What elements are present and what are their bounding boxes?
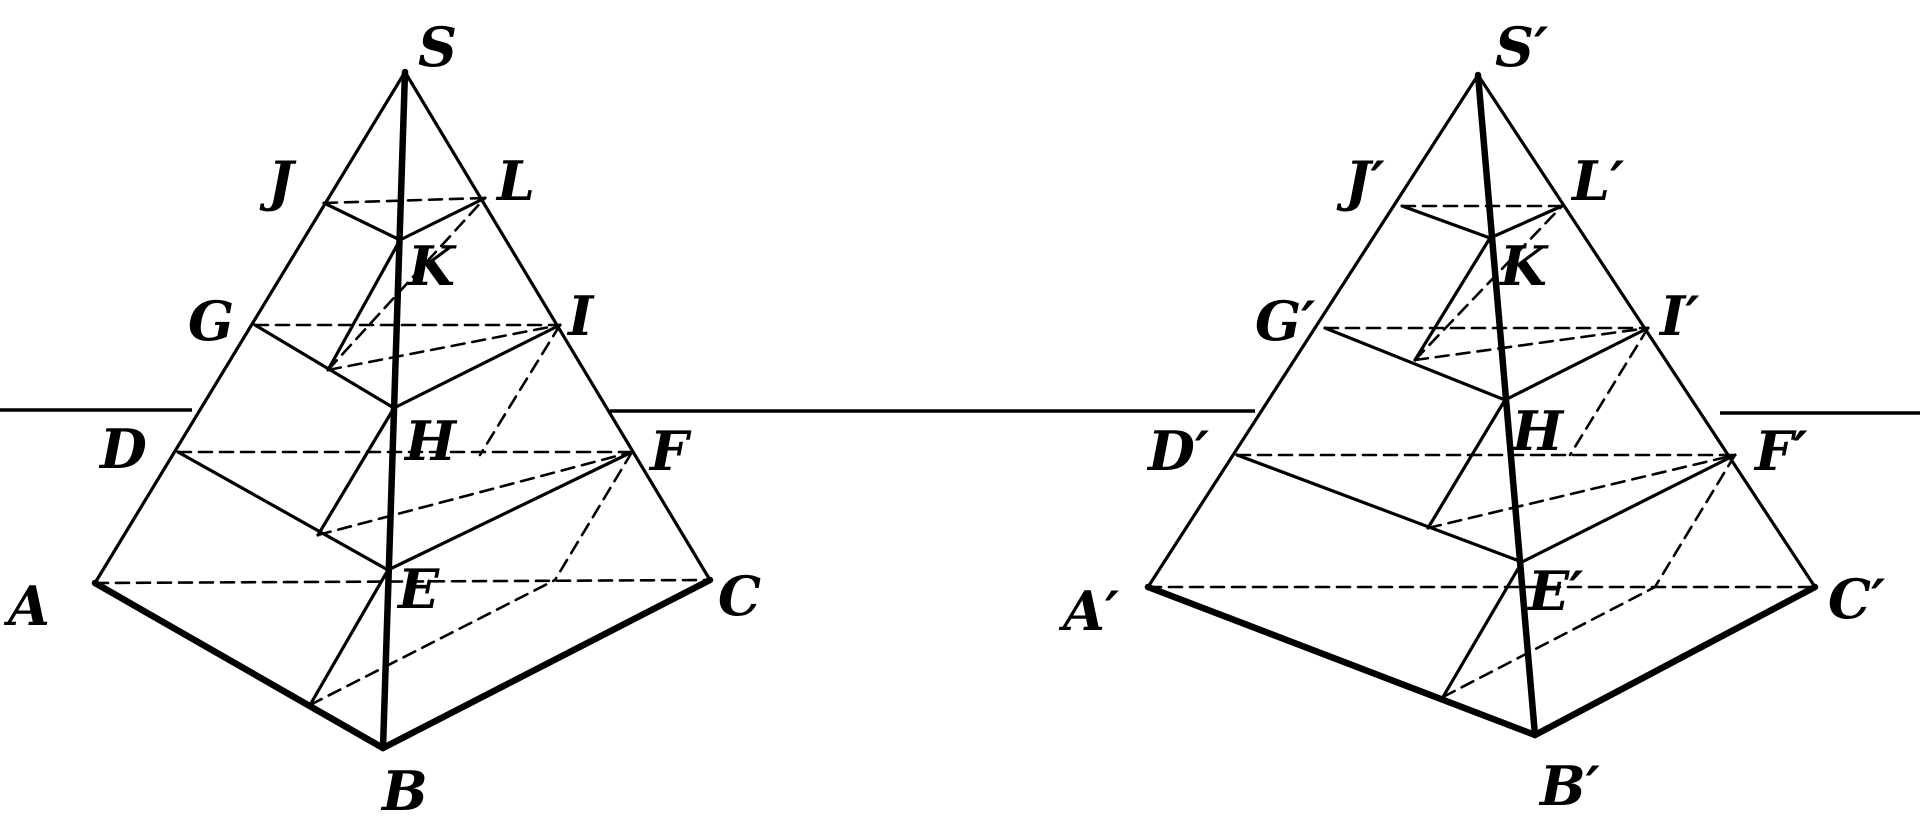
- dash-base-back-r: [1441, 585, 1657, 699]
- label-A-prime: A′: [1058, 579, 1119, 643]
- label-J: J: [259, 149, 297, 213]
- label-L: L: [495, 149, 535, 213]
- right-pyramid: S′ J′ L′ K G′ I′ D′ H F′ A′ E′ C′ B′: [1058, 15, 1885, 818]
- label-S: S: [418, 15, 457, 79]
- diag-K-front-r: [1413, 236, 1492, 362]
- chevron-D-prime-E-prime-F-prime: [1235, 453, 1737, 564]
- dash-K-L: [326, 196, 487, 372]
- diag-E-front: [308, 568, 390, 707]
- chevron-JKL: [322, 196, 487, 242]
- label-E: E: [396, 557, 440, 621]
- edge-BC: [379, 576, 714, 752]
- label-K: K: [406, 234, 457, 298]
- label-H-right: H: [1510, 399, 1565, 463]
- dash-JL: [322, 196, 487, 205]
- edge-S-prime-A-prime: [1146, 73, 1480, 589]
- diag-K-front: [326, 238, 402, 372]
- label-B-prime: B′: [1538, 754, 1600, 818]
- label-A: A: [3, 574, 50, 638]
- label-C: C: [718, 564, 761, 628]
- dash-F-down: [553, 450, 634, 582]
- label-G-prime: G′: [1255, 289, 1315, 353]
- edge-S-prime-B-prime: [1474, 71, 1539, 739]
- chevron-G-prime-H-I-prime: [1323, 326, 1650, 402]
- label-D: D: [98, 417, 147, 481]
- edge-B-prime-C-prime: [1531, 583, 1819, 739]
- dash-H-back: [316, 450, 634, 537]
- label-H: H: [403, 409, 458, 473]
- label-E-prime: E′: [1526, 559, 1583, 623]
- chevron-GHI: [253, 323, 562, 410]
- dash-F-prime-down: [1653, 453, 1737, 589]
- dash-H-back-r: [1426, 453, 1737, 530]
- dash-back-I-prime: [1413, 326, 1650, 362]
- dash-I-prime-down: [1568, 326, 1650, 457]
- label-F: F: [648, 419, 692, 483]
- label-B: B: [380, 759, 428, 819]
- label-I-prime: I′: [1658, 284, 1700, 348]
- dash-K-L-prime: [1413, 204, 1564, 362]
- dash-I-down: [478, 323, 562, 457]
- label-D-prime: D′: [1146, 419, 1209, 483]
- label-I: I: [566, 284, 595, 348]
- label-L-prime: L′: [1570, 149, 1624, 213]
- label-C-prime: C′: [1828, 567, 1885, 631]
- label-S-prime: S′: [1495, 15, 1548, 79]
- diag-H-front-r: [1426, 398, 1507, 530]
- label-J-prime: J′: [1336, 149, 1385, 213]
- dash-base-back: [308, 578, 557, 707]
- label-F-prime: F′: [1753, 419, 1808, 483]
- left-pyramid: S J L K G I D H F A E C B: [3, 15, 761, 819]
- label-G: G: [188, 289, 234, 353]
- edge-A-prime-B-prime: [1144, 583, 1539, 739]
- dash-AC: [93, 578, 712, 585]
- dash-back-I: [326, 323, 562, 372]
- diag-H-front: [316, 406, 396, 537]
- label-K-right: K: [1498, 234, 1549, 298]
- edge-AB: [91, 579, 387, 752]
- diag-E-front-r: [1441, 560, 1524, 699]
- edge-SA: [93, 70, 407, 585]
